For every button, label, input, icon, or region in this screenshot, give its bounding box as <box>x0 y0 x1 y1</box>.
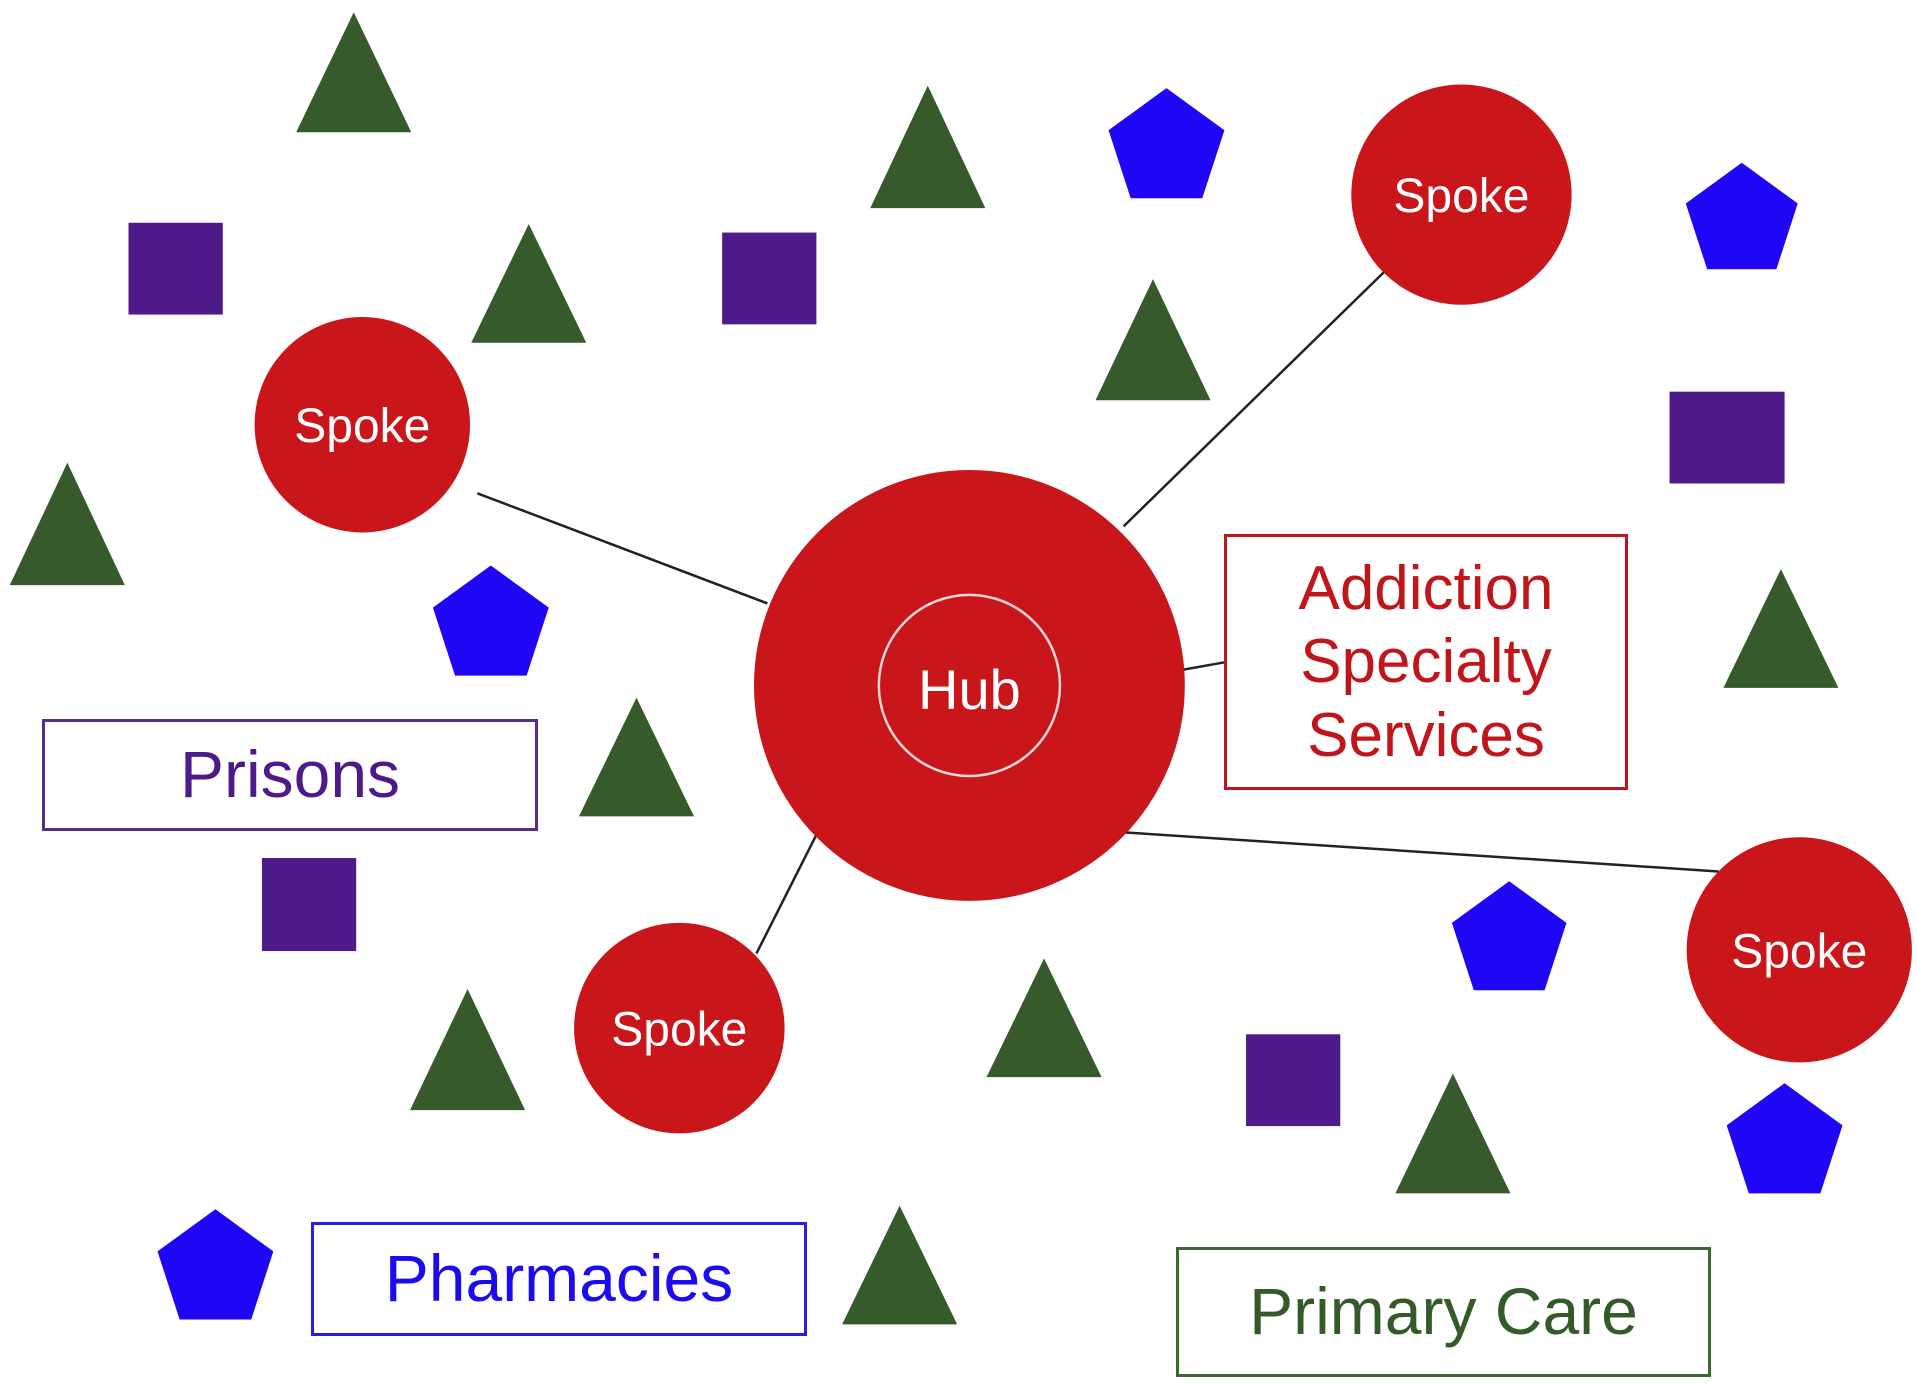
spoke-circle <box>254 317 471 533</box>
prison-square-icon <box>1669 391 1785 484</box>
spoke-node: Spoke <box>1686 837 1912 1063</box>
pharmacy-pentagon-icon <box>432 565 549 676</box>
primary-care-triangle-icon <box>1723 569 1839 688</box>
primary-care-triangle-icon <box>870 85 986 209</box>
prisons-label: Prisons <box>42 719 538 831</box>
pharmacy-pentagon-icon <box>1685 162 1798 270</box>
pharmacies-label: Pharmacies <box>311 1222 807 1336</box>
primary-care-triangle-icon <box>1395 1073 1511 1194</box>
prison-square-icon <box>1246 1034 1341 1127</box>
spoke-label: Spoke <box>611 1004 747 1057</box>
connector-line <box>1123 831 1719 873</box>
spoke-circle <box>1351 84 1572 305</box>
hub-label: Hub <box>918 658 1021 721</box>
hub-circle <box>753 470 1185 901</box>
spoke-label: Spoke <box>294 400 430 453</box>
pharmacy-pentagon-icon <box>1451 881 1567 991</box>
pharmacy-pentagon-icon <box>157 1209 274 1320</box>
hub-node: Hub <box>753 470 1185 901</box>
spoke-node: Spoke <box>574 922 785 1134</box>
primary-care-triangle-icon <box>296 12 412 133</box>
scattered-shapes <box>9 12 1843 1325</box>
primary-care-triangle-icon <box>578 697 695 817</box>
spoke-label: Spoke <box>1731 925 1867 978</box>
primary-care-triangle-icon <box>1095 279 1211 401</box>
primary-care-triangle-icon <box>410 988 526 1111</box>
primary-care-triangle-icon <box>471 223 587 343</box>
primary-care-label: Primary Care <box>1176 1247 1711 1377</box>
spoke-circle <box>1686 837 1912 1063</box>
spoke-node: Spoke <box>1351 84 1572 305</box>
prison-square-icon <box>128 222 223 315</box>
addiction-line: Addiction <box>1298 554 1554 624</box>
addiction-specialty-services-label: Addiction Specialty Services <box>1224 534 1628 790</box>
prison-square-icon <box>261 858 357 952</box>
addiction-line: Services <box>1307 700 1545 770</box>
pharmacy-pentagon-icon <box>1108 88 1225 199</box>
spoke-label: Spoke <box>1393 170 1529 223</box>
hub-inner-ring <box>877 593 1062 778</box>
primary-care-triangle-icon <box>986 958 1102 1078</box>
spoke-circle <box>574 922 785 1134</box>
connector-line <box>1122 270 1386 528</box>
connector-line <box>476 492 768 605</box>
connector-line <box>755 831 819 955</box>
primary-care-triangle-icon <box>842 1205 958 1325</box>
pharmacy-pentagon-icon <box>1726 1083 1843 1194</box>
prison-square-icon <box>722 232 817 325</box>
spoke-nodes: Spoke Spoke Spoke Spoke <box>254 84 1912 1134</box>
spoke-node: Spoke <box>254 317 471 533</box>
primary-care-triangle-icon <box>9 462 125 586</box>
addiction-line: Specialty <box>1300 627 1552 697</box>
